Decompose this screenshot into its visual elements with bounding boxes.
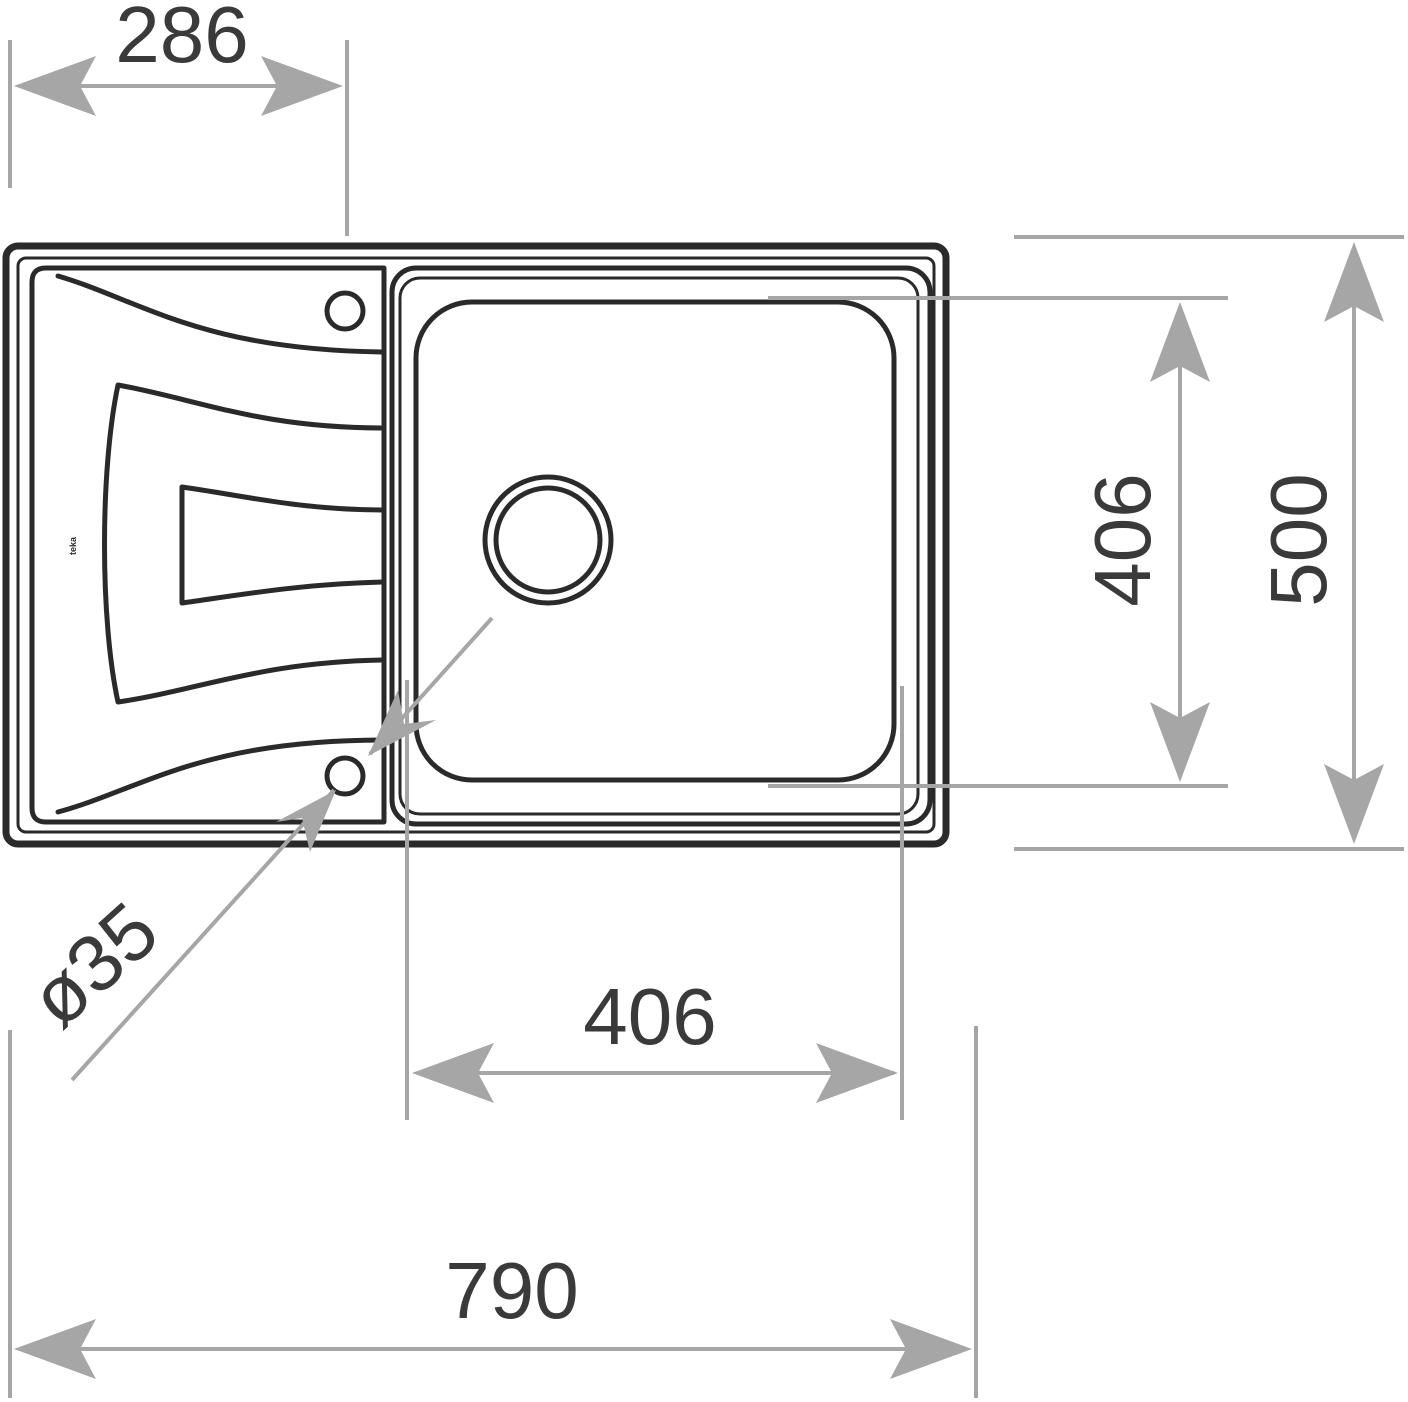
dim-406v-arrow-bottom	[1150, 702, 1210, 782]
dim-406h-arrow-left	[412, 1043, 494, 1103]
sink-outer-edge	[2, 242, 950, 848]
dim-500-arrow-top	[1324, 242, 1384, 322]
drain-outer-ring	[482, 474, 614, 606]
dim-bowl-height: 406	[768, 296, 1228, 788]
sink-inner-edge	[16, 256, 936, 834]
drainer: teka	[29, 265, 387, 825]
sink-outline	[2, 242, 950, 848]
drain-inner-ring	[493, 485, 603, 595]
dim-406v-arrow-top	[1150, 302, 1210, 382]
dim-406h-label: 406	[583, 972, 716, 1061]
tap-hole-top	[324, 290, 366, 332]
drainer-groove-outer	[102, 382, 387, 705]
dim-drainer-width: 286	[8, 0, 349, 236]
drainer-groove-inner	[179, 484, 387, 606]
dim-790-label: 790	[445, 1246, 578, 1335]
dim-35-leader-lower	[70, 788, 336, 1082]
dim-406v-label: 406	[1078, 473, 1167, 606]
dim-overall-width: 790	[8, 1026, 978, 1398]
bowl-rim-outer	[389, 265, 933, 827]
drainer-bottom-rib	[55, 737, 387, 815]
dim-790-arrow-left	[14, 1319, 96, 1379]
bowl-rim-inner	[398, 276, 920, 816]
dim-286-arrow-left	[14, 56, 96, 116]
bowl-basin	[413, 299, 897, 783]
dim-286-label: 286	[115, 0, 248, 79]
dim-406h-arrow-right	[816, 1043, 898, 1103]
dim-35-arrow-upper	[368, 690, 436, 756]
tap-hole-bottom	[324, 755, 366, 797]
dim-790-arrow-right	[890, 1319, 972, 1379]
dim-35-arrow-lower	[276, 790, 336, 852]
brand-logo: teka	[68, 536, 78, 555]
bowl	[389, 265, 933, 827]
dim-286-arrow-right	[261, 56, 343, 116]
dim-overall-height: 500	[1014, 235, 1404, 851]
dim-500-label: 500	[1254, 473, 1343, 606]
drainer-top-rib	[55, 273, 387, 355]
drainer-outline	[29, 265, 387, 825]
dim-bowl-width: 406	[405, 680, 904, 1120]
dim-tap-hole-diameter: ø35	[13, 616, 494, 1082]
dim-500-arrow-bottom	[1324, 764, 1384, 844]
dim-35-label: ø35	[13, 885, 175, 1043]
